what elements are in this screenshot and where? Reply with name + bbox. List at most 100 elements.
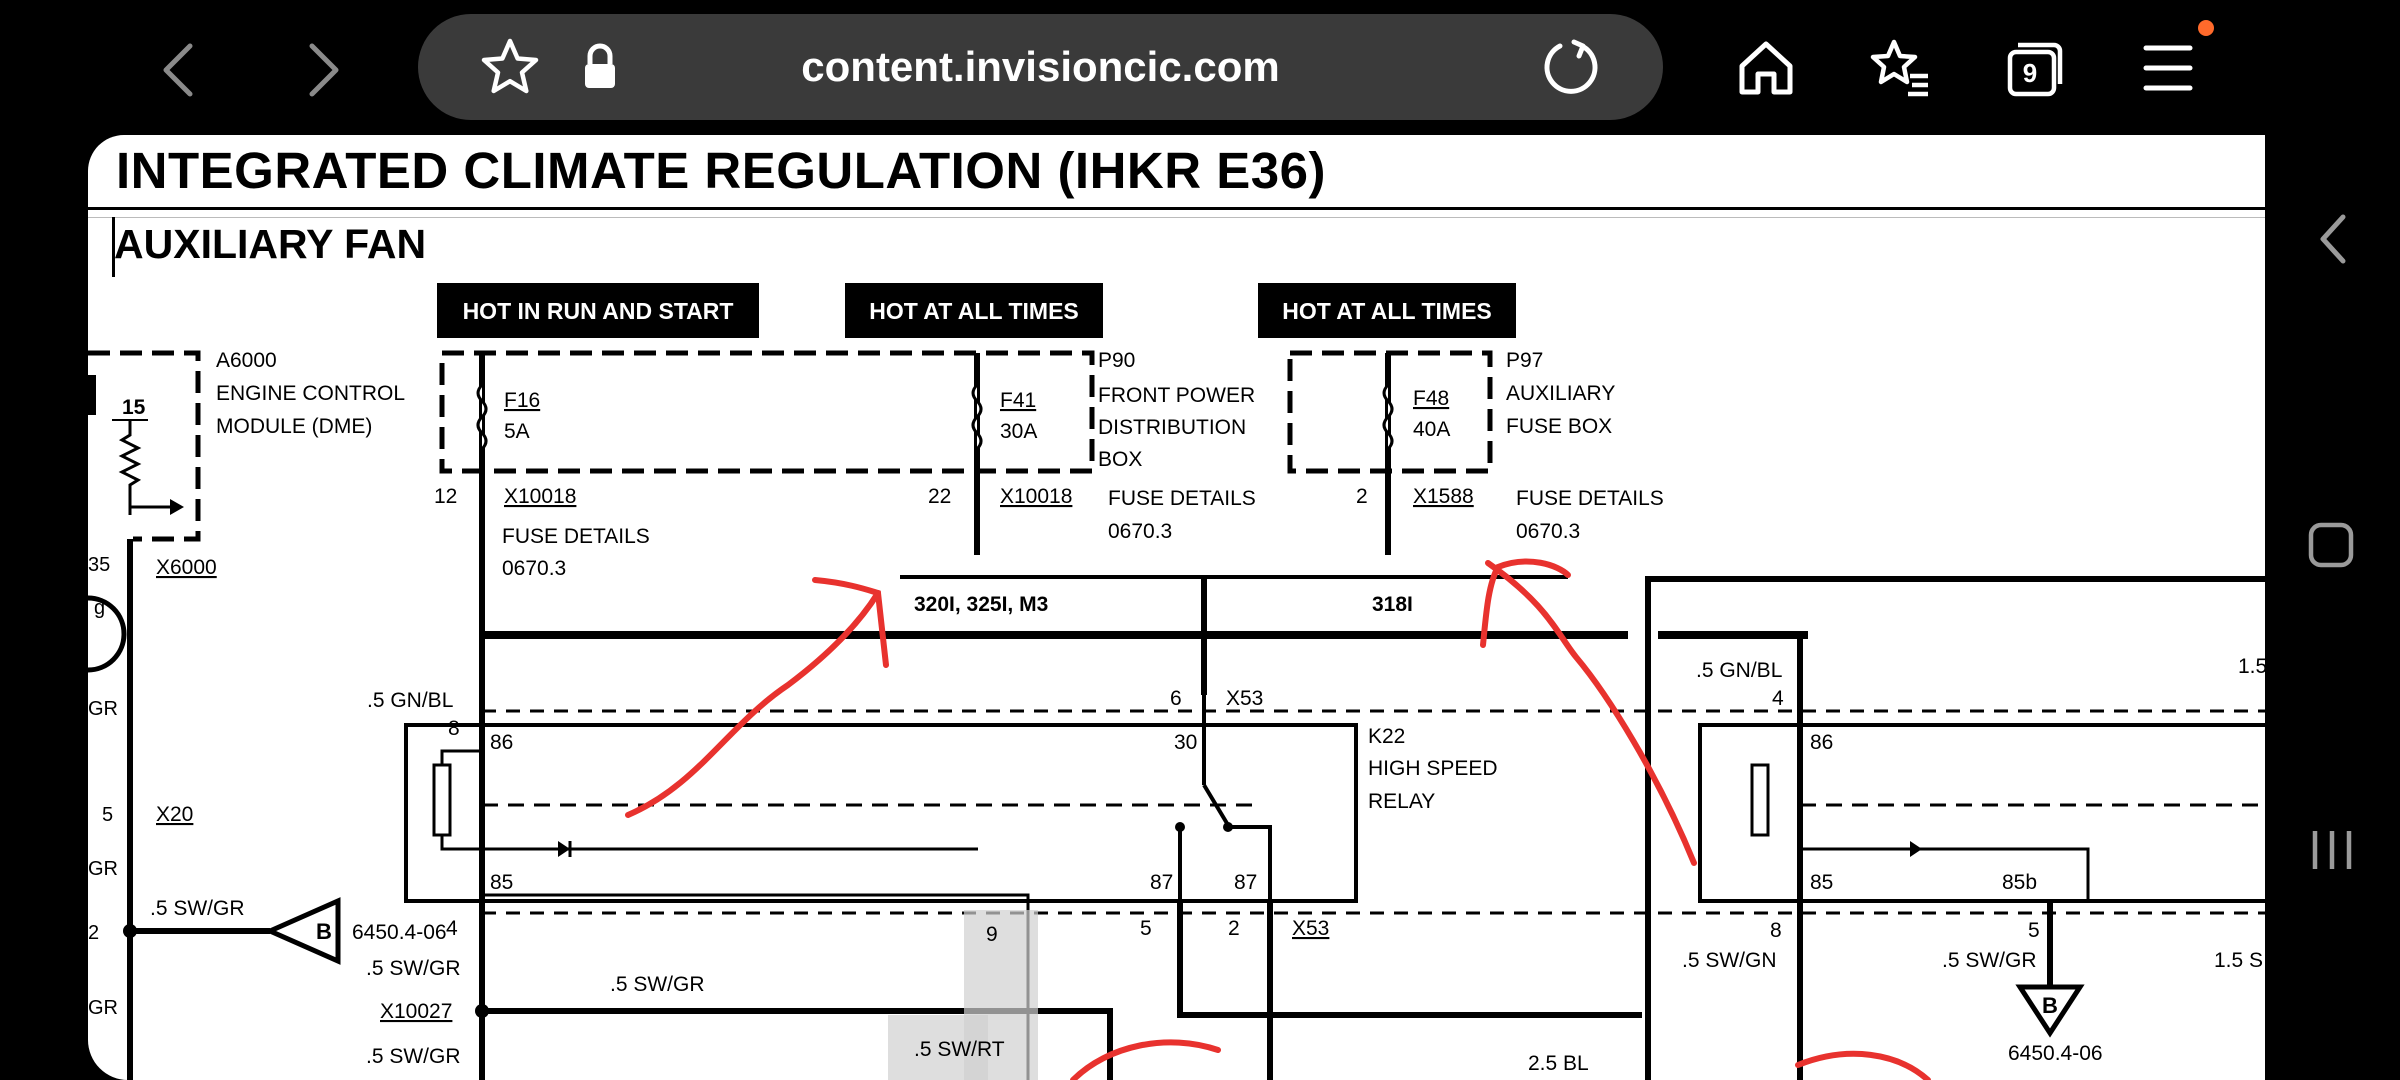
- left-g: g: [94, 597, 105, 619]
- wire-gnbl-right: .5 GN/BL: [1696, 659, 1782, 682]
- f48-fuse-icon: [1382, 383, 1394, 451]
- pin-5: 5: [1140, 917, 1152, 940]
- f16-rating: 5A: [504, 420, 530, 443]
- power-label-1: HOT IN RUN AND START: [463, 298, 734, 324]
- wire-swgn: .5 SW/GN: [1682, 949, 1777, 972]
- f48-conn: X1588: [1413, 485, 1474, 508]
- p90-dashed-box: [439, 350, 1095, 474]
- ref-6450-left: 6450.4-06: [352, 921, 447, 944]
- f48-pin: 2: [1356, 485, 1368, 508]
- p90-line2: DISTRIBUTION: [1098, 416, 1246, 439]
- x53-upper: X53: [1226, 687, 1263, 710]
- wire-swgr-5: .5 SW/GR: [1942, 949, 2037, 972]
- back-arrow-icon[interactable]: [152, 40, 212, 100]
- notification-dot: [2198, 20, 2214, 36]
- p97-ref: P97: [1506, 349, 1543, 372]
- title-rule-thin: [88, 217, 2265, 218]
- f16-name: F16: [504, 389, 540, 412]
- f16-details-ref: 0670.3: [502, 557, 566, 580]
- wire-swgr-1: .5 SW/GR: [150, 897, 245, 920]
- power-box-all-times-1: [845, 283, 1103, 338]
- pin-8: 8: [448, 717, 460, 740]
- k22-line1: HIGH SPEED: [1368, 757, 1498, 780]
- ecm-edge-mark: [88, 375, 96, 415]
- ref-6450-right: 6450.4-06: [2008, 1042, 2103, 1065]
- connector-b-right: B: [2042, 993, 2058, 1018]
- menu-icon[interactable]: [2136, 36, 2200, 100]
- k22-coil: [432, 763, 452, 837]
- f41-conn: X10018: [1000, 485, 1072, 508]
- system-recents-icon[interactable]: [2307, 825, 2357, 875]
- ecm-line2: MODULE (DME): [216, 415, 372, 438]
- p97-dashed-box: [1287, 350, 1493, 474]
- p90-line1: FRONT POWER: [1098, 384, 1255, 407]
- k22-switch: [1202, 783, 1230, 827]
- system-home-icon[interactable]: [2307, 521, 2355, 569]
- pin-5-left: 5: [102, 804, 113, 826]
- f41-rating: 30A: [1000, 420, 1037, 443]
- forward-arrow-icon[interactable]: [290, 40, 350, 100]
- wire-swgr-3: .5 SW/GR: [366, 1045, 461, 1068]
- subtitle-bar: [112, 217, 115, 277]
- red-arrow-right: [1485, 560, 1697, 866]
- wire-25bl: 2.5 BL: [1528, 1052, 1589, 1075]
- pin-4: 4: [446, 917, 458, 940]
- diagram-subtitle: AUXILIARY FAN: [114, 221, 427, 267]
- reload-icon[interactable]: [1538, 36, 1602, 100]
- f16-pin: 12: [434, 485, 457, 508]
- ecm-line1: ENGINE CONTROL: [216, 382, 405, 405]
- wire-right-top: 1.5: [2238, 655, 2265, 678]
- f41-name: F41: [1000, 389, 1036, 412]
- pin-86: 86: [490, 731, 513, 754]
- power-label-2: HOT AT ALL TIMES: [869, 298, 1079, 324]
- pin-8-right: 8: [1770, 919, 1782, 942]
- power-box-run-start: [437, 283, 759, 338]
- pin-86-right: 86: [1810, 731, 1833, 754]
- f41-details: FUSE DETAILS: [1108, 487, 1256, 510]
- p90-line3: BOX: [1098, 448, 1142, 471]
- wiring-diagram-page[interactable]: INTEGRATED CLIMATE REGULATION (IHKR E36)…: [88, 135, 2265, 1080]
- wire-gnbl-left: .5 GN/BL: [367, 689, 453, 712]
- f41-fuse-icon: [971, 383, 983, 451]
- pin-6: 6: [1170, 687, 1182, 710]
- red-arrow-left: [625, 590, 881, 818]
- pin-5-right: 5: [2028, 919, 2040, 942]
- red-circle-right: [1795, 1050, 1931, 1080]
- browser-toolbar: content.invisioncic.com 9: [0, 0, 2400, 135]
- variant-bracket: [900, 575, 1568, 579]
- pin-30: 30: [1174, 731, 1197, 754]
- bookmarks-icon[interactable]: [1868, 36, 1932, 100]
- pin-2: 2: [1228, 917, 1240, 940]
- red-circle-left: [1070, 1039, 1221, 1080]
- address-bar[interactable]: content.invisioncic.com: [418, 14, 1663, 120]
- k22-line2: RELAY: [1368, 790, 1435, 813]
- right-relay-box: [1698, 723, 2265, 903]
- ecm-ref: A6000: [216, 349, 277, 372]
- p97-line2: FUSE BOX: [1506, 415, 1612, 438]
- right-main-wire: [1645, 576, 2265, 1080]
- x20-label: X20: [156, 803, 193, 826]
- x6000-label: X6000: [156, 556, 217, 579]
- ecm-pin: 15: [122, 396, 146, 419]
- x10027-label: X10027: [380, 1000, 452, 1023]
- home-icon[interactable]: [1734, 36, 1798, 100]
- wire-swgr-4: .5 SW/GR: [610, 973, 705, 996]
- f48-details-ref: 0670.3: [1516, 520, 1580, 543]
- ecm-dashed-box: [88, 350, 201, 542]
- f48-details: FUSE DETAILS: [1516, 487, 1664, 510]
- connector-b-left: B: [316, 919, 332, 944]
- pin-87a: 87: [1150, 871, 1173, 894]
- f41-pin: 22: [928, 485, 951, 508]
- f16-fuse-icon: [476, 383, 488, 451]
- system-back-icon[interactable]: [2313, 211, 2353, 267]
- variant-left: 320I, 325I, M3: [914, 593, 1048, 616]
- k22-ref: K22: [1368, 725, 1405, 748]
- pin-85b: 85b: [2002, 871, 2037, 894]
- star-icon[interactable]: [478, 35, 542, 99]
- left-35: 35: [88, 554, 110, 576]
- f48-rating: 40A: [1413, 418, 1450, 441]
- tabs-icon[interactable]: 9: [2002, 36, 2066, 100]
- power-label-3: HOT AT ALL TIMES: [1282, 298, 1492, 324]
- url-text[interactable]: content.invisioncic.com: [801, 43, 1280, 90]
- left-gr-3: GR: [88, 997, 118, 1019]
